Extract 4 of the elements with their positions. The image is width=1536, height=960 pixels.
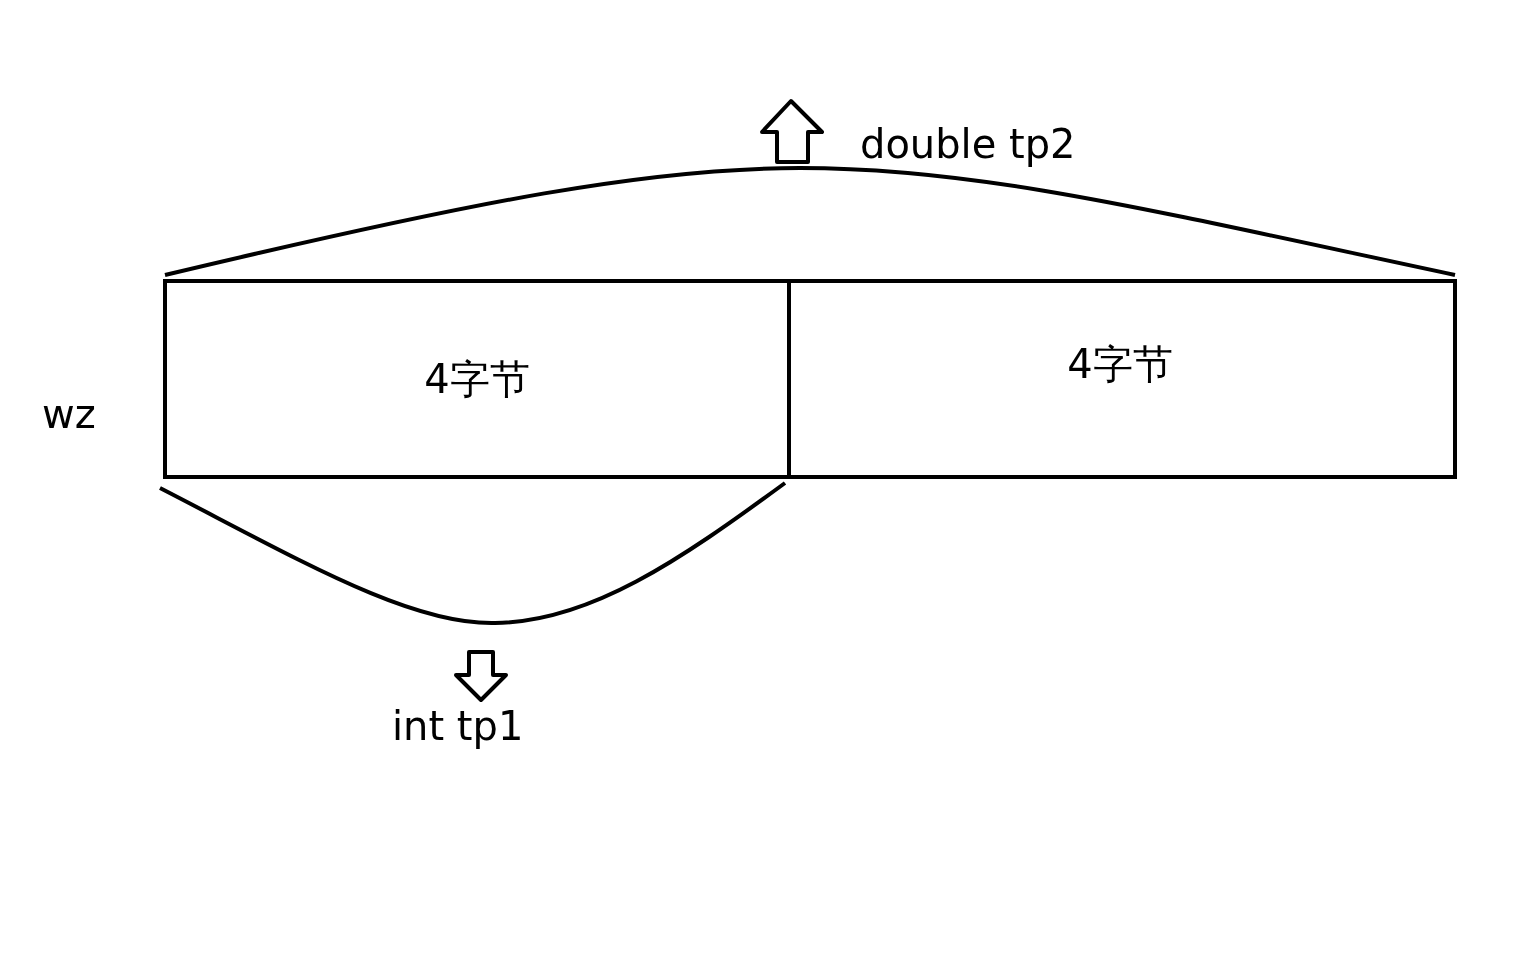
variable-name-label: wz: [42, 392, 96, 436]
type-label: int tp1: [392, 704, 524, 748]
type-label: double tp2: [860, 122, 1076, 166]
byte-cell: 4字节: [163, 279, 791, 479]
